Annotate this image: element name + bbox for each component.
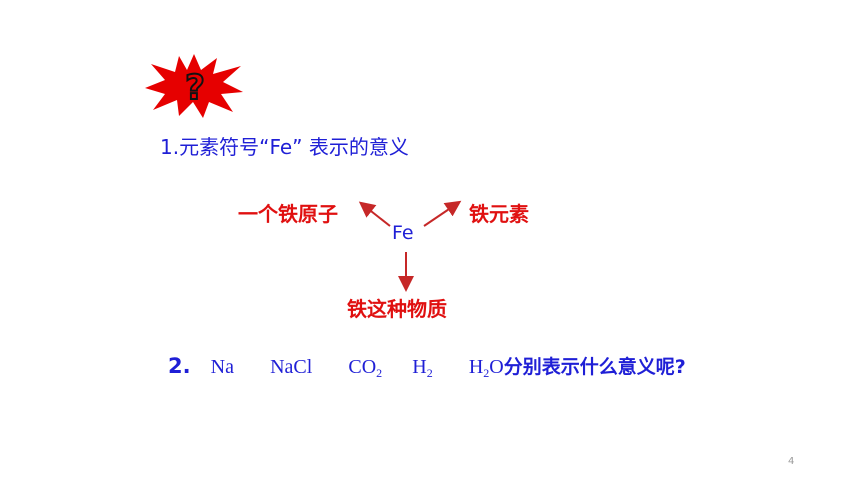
burst-glyph: ? bbox=[185, 68, 205, 108]
formula-co2: CO2 bbox=[348, 356, 383, 380]
arrow-to-right bbox=[423, 200, 462, 227]
formula-h2: H2 bbox=[412, 356, 433, 380]
formula-nacl: NaCl bbox=[270, 356, 313, 378]
meaning-atom: 一个铁原子 bbox=[238, 202, 338, 226]
formula-h2o: H2O bbox=[468, 356, 504, 380]
meaning-substance: 铁这种物质 bbox=[347, 297, 447, 321]
element-symbol: Fe bbox=[392, 222, 414, 244]
arrow-to-left bbox=[358, 201, 391, 227]
question-2: 2. Na NaCl CO2 H2 H2O分别表示什么意义呢? bbox=[168, 352, 686, 381]
burst-shape bbox=[145, 54, 243, 118]
formula-na: Na bbox=[210, 356, 234, 378]
question-2-tail: 分别表示什么意义呢? bbox=[503, 356, 686, 378]
question-2-number: 2. bbox=[168, 354, 191, 378]
page-number: 4 bbox=[788, 456, 795, 467]
question-burst-icon: ? bbox=[145, 54, 243, 118]
meaning-element: 铁元素 bbox=[469, 202, 529, 226]
question-1-text: 1.元素符号“Fe” 表示的意义 bbox=[160, 135, 409, 159]
